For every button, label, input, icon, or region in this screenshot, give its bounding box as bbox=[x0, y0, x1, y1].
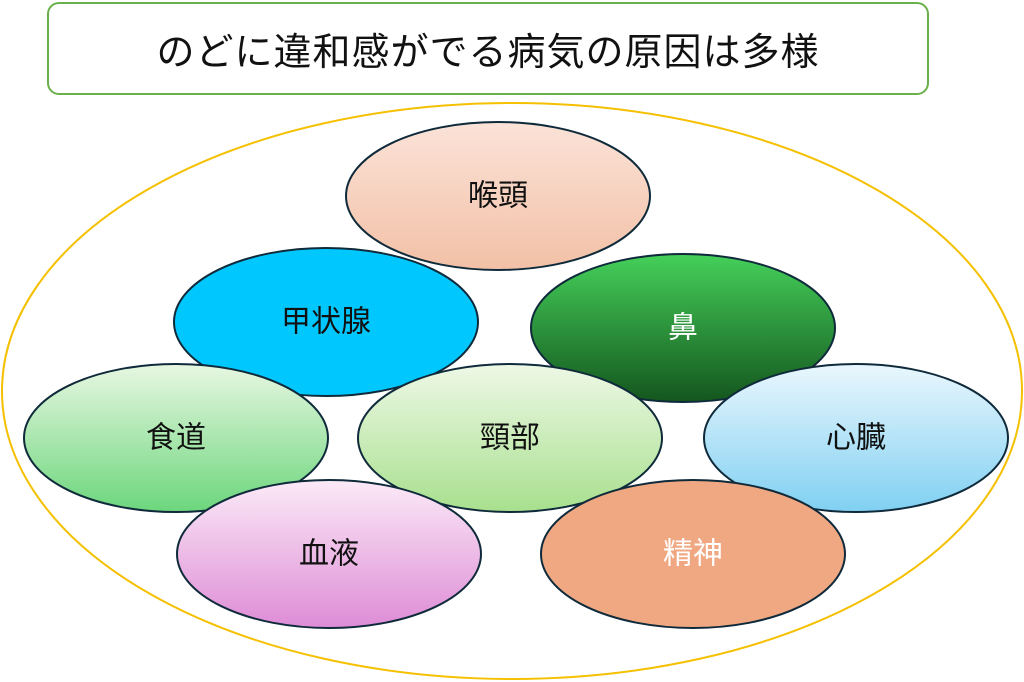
cause-ellipse bbox=[530, 253, 836, 403]
cause-ellipse bbox=[357, 363, 663, 513]
cause-label: 血液 bbox=[299, 537, 359, 572]
cause-label: 甲状腺 bbox=[281, 305, 371, 340]
cause-node: 精神 bbox=[540, 479, 846, 629]
cause-ellipse bbox=[703, 363, 1009, 513]
cause-label: 鼻 bbox=[668, 311, 698, 346]
cause-node: 頸部 bbox=[357, 363, 663, 513]
cause-label: 頸部 bbox=[480, 421, 540, 456]
cause-node: 喉頭 bbox=[345, 121, 651, 271]
cause-node: 心臓 bbox=[703, 363, 1009, 513]
cause-label: 喉頭 bbox=[468, 179, 528, 214]
cause-node: 甲状腺 bbox=[173, 247, 479, 397]
cause-label: 食道 bbox=[146, 421, 206, 456]
cause-label: 心臓 bbox=[826, 421, 886, 456]
cause-ellipse bbox=[173, 247, 479, 397]
cause-node: 鼻 bbox=[530, 253, 836, 403]
outer-ring bbox=[1, 102, 1023, 680]
cause-ellipse bbox=[176, 479, 482, 629]
page-title: のどに違和感がでる病気の原因は多様 bbox=[156, 30, 820, 74]
title-box: のどに違和感がでる病気の原因は多様 bbox=[47, 2, 929, 95]
cause-ellipse bbox=[345, 121, 651, 271]
cause-node: 食道 bbox=[23, 363, 329, 513]
cause-ellipse bbox=[23, 363, 329, 513]
cause-ellipse bbox=[540, 479, 846, 629]
cause-node: 血液 bbox=[176, 479, 482, 629]
cause-label: 精神 bbox=[663, 537, 723, 572]
